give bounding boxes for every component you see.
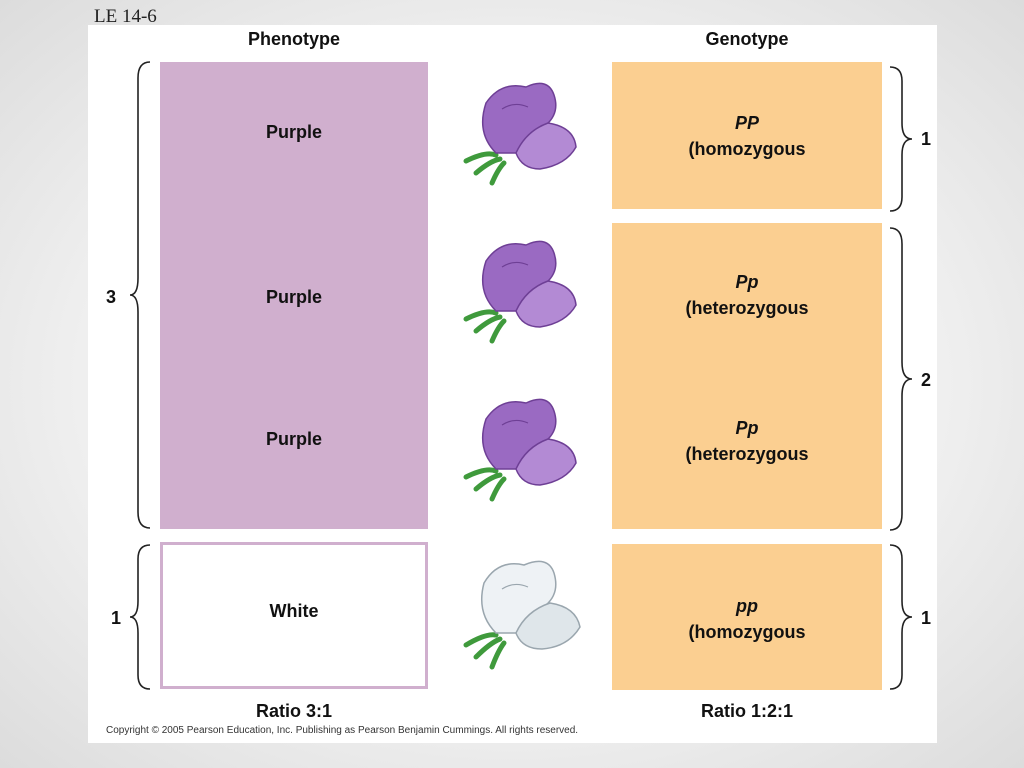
genotype-desc-2: (heterozygous [685, 298, 809, 318]
phenotype-label-4: White [269, 601, 319, 621]
genotype-desc-1: (homozygous [688, 139, 806, 159]
genotype-box-pp [612, 544, 882, 690]
genotype-text-2: Pp (heterozygous [612, 269, 882, 321]
Pp-count: 2 [921, 370, 932, 390]
purple-flower-icon [463, 398, 577, 502]
purple-phenotype-box [160, 62, 428, 529]
white-phenotype-count: 1 [111, 608, 122, 628]
genotype-text-3: Pp (heterozygous [612, 415, 882, 467]
phenotype-label-1: Purple [265, 122, 322, 142]
PP-count: 1 [921, 129, 932, 149]
Pp-count-brace [889, 227, 913, 531]
figure-panel: Phenotype Genotype 3 1 Purple Purple Pur… [88, 25, 937, 743]
phenotype-header: Phenotype [247, 29, 340, 49]
copyright-text: Copyright © 2005 Pearson Education, Inc.… [106, 725, 579, 736]
phenotype-ratio: Ratio 3:1 [255, 701, 333, 721]
pp-count: 1 [921, 608, 932, 628]
genotype-symbol-2: Pp [735, 272, 759, 292]
genotype-symbol-1: PP [734, 113, 759, 133]
purple-flower-icon [463, 240, 577, 344]
purple-phenotype-count: 3 [106, 287, 117, 307]
genotype-desc-3: (heterozygous [685, 444, 809, 464]
genotype-text-4: pp (homozygous [612, 593, 882, 645]
slide-label: LE 14-6 [94, 6, 157, 27]
phenotype-label-2: Purple [265, 287, 322, 307]
pp-count-brace [889, 544, 913, 690]
genotype-text-1: PP (homozygous [612, 110, 882, 162]
white-count-brace [129, 544, 151, 690]
genotype-ratio: Ratio 1:2:1 [700, 701, 794, 721]
white-phenotype-box [160, 542, 428, 689]
white-flower-icon [463, 560, 581, 670]
genotype-symbol-4: pp [736, 596, 758, 616]
genotype-desc-4: (homozygous [688, 622, 806, 642]
genotype-symbol-3: Pp [735, 418, 759, 438]
genotype-header: Genotype [705, 29, 789, 49]
PP-count-brace [889, 66, 913, 212]
phenotype-label-3: Purple [265, 429, 322, 449]
purple-flower-icon [463, 82, 577, 186]
genotype-box-PP [612, 62, 882, 209]
genotype-box-Pp [612, 223, 882, 529]
purple-count-brace [129, 61, 151, 529]
